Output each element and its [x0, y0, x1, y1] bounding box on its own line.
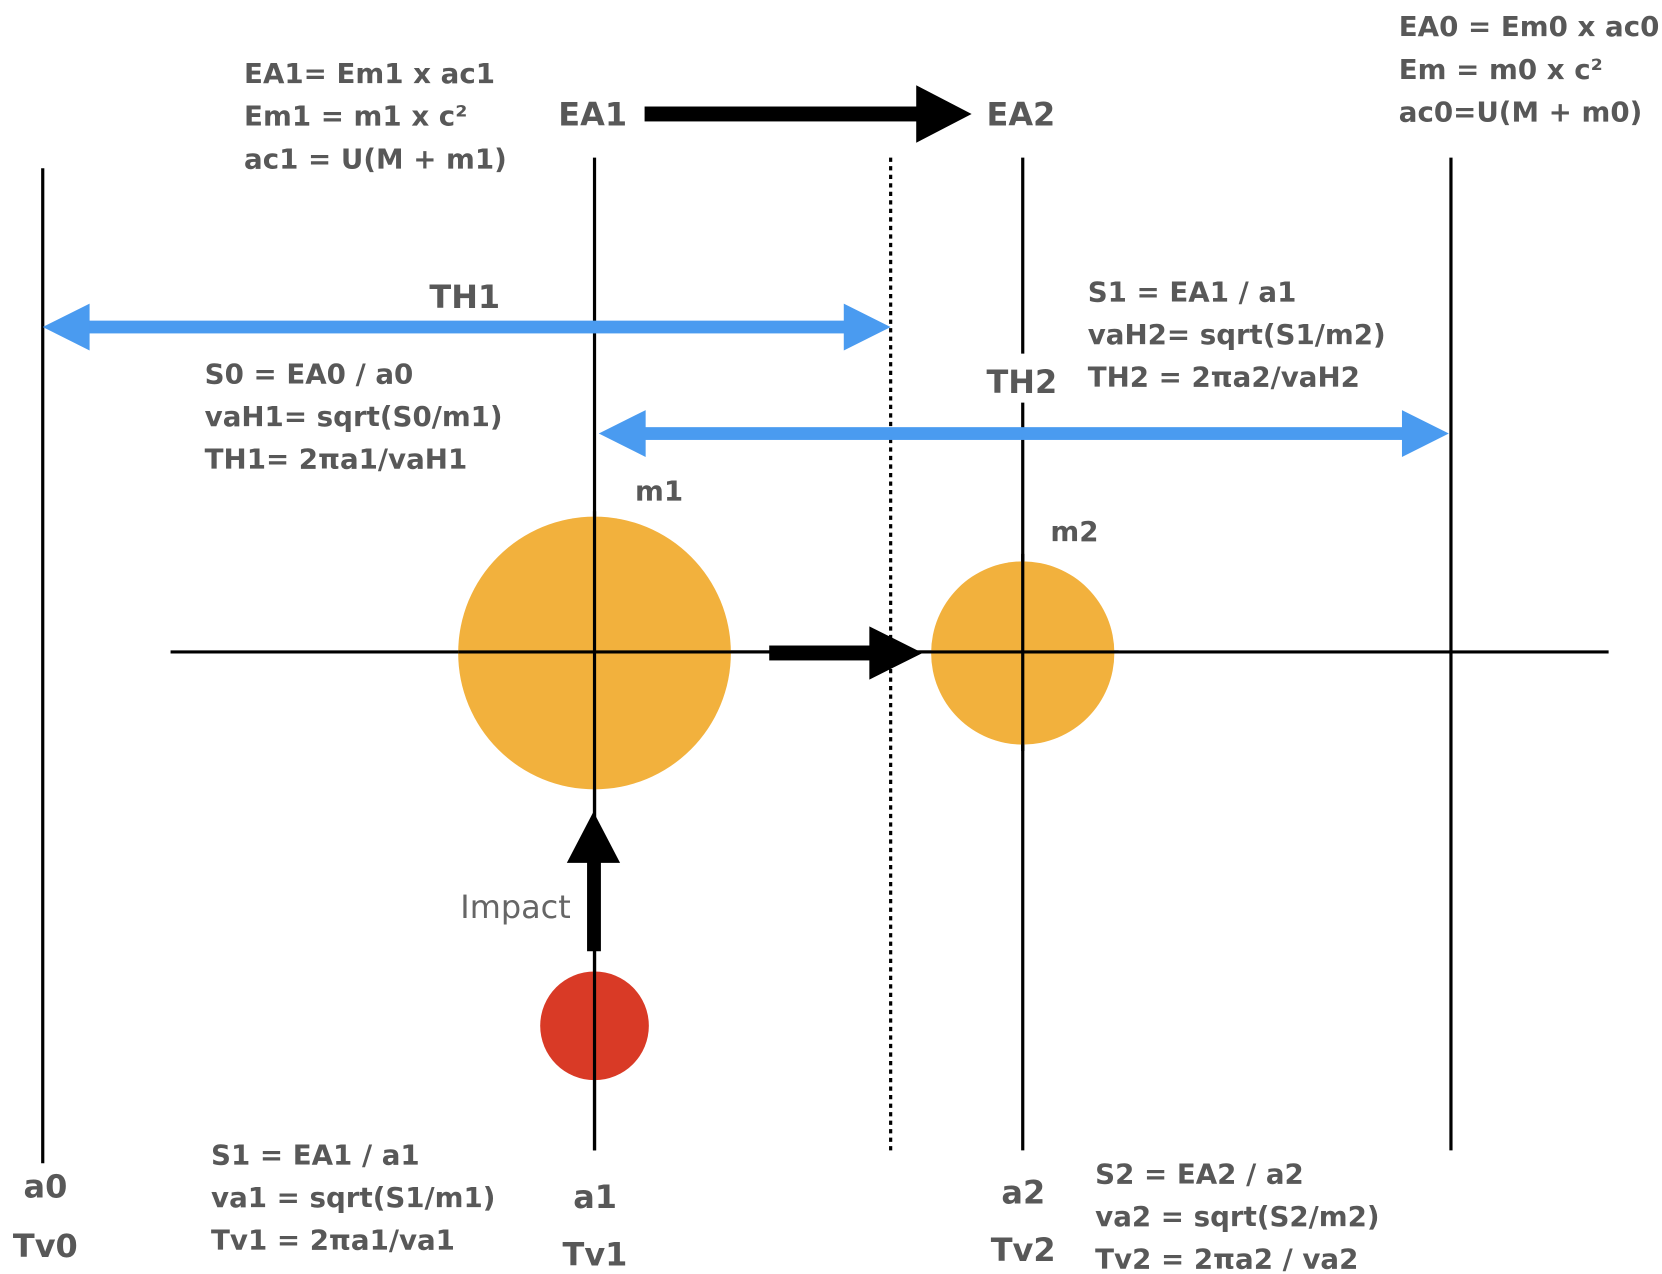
label-a0: a0 — [24, 1167, 68, 1205]
formula-em: Em = m0 x c² — [1399, 53, 1603, 86]
label-tv1: Tv1 — [563, 1235, 628, 1273]
formula-s0: S0 = EA0 / a0 — [205, 357, 414, 390]
label-th2: TH2 — [987, 363, 1058, 401]
formula-ea1: EA1= Em1 x ac1 — [244, 57, 495, 90]
formula-vah1: vaH1= sqrt(S0/m1) — [205, 400, 503, 433]
label-a2: a2 — [1001, 1174, 1045, 1212]
label-tv0: Tv0 — [13, 1227, 78, 1265]
formula-s1: S1 = EA1 / a1 — [211, 1138, 420, 1171]
label-a1: a1 — [573, 1178, 617, 1216]
formula-th2: TH2 = 2πa2/vaH2 — [1088, 361, 1360, 394]
formula-vah2: vaH2= sqrt(S1/m2) — [1088, 318, 1386, 351]
th2-period-arrow — [598, 410, 1449, 457]
formula-s1-top: S1 = EA1 / a1 — [1088, 275, 1297, 308]
label-m1: m1 — [635, 475, 683, 508]
formula-ea0: EA0 = Em0 x ac0 — [1399, 10, 1660, 43]
formula-tv1: Tv1 = 2πa1/va1 — [211, 1224, 455, 1257]
label-m2: m2 — [1050, 515, 1098, 548]
impact-arrow — [566, 811, 621, 952]
energy-transfer-arrow — [644, 85, 972, 143]
label-ea1: EA1 — [558, 96, 627, 134]
label-tv2: Tv2 — [991, 1231, 1056, 1269]
label-th1: TH1 — [429, 278, 500, 316]
formula-ac0: ac0=U(M + m0) — [1399, 95, 1643, 128]
formula-ac1: ac1 = U(M + m1) — [244, 142, 507, 175]
formula-va2: va2 = sqrt(S2/m2) — [1095, 1200, 1379, 1233]
formula-em1: Em1 = m1 x c² — [244, 100, 467, 133]
th1-period-arrow — [42, 303, 891, 351]
formula-s2: S2 = EA2 / a2 — [1095, 1157, 1304, 1190]
formula-tv2: Tv2 = 2πa2 / va2 — [1095, 1243, 1358, 1274]
formula-va1: va1 = sqrt(S1/m1) — [211, 1181, 495, 1214]
momentum-arrow — [769, 626, 923, 680]
formula-th1: TH1= 2πa1/vaH1 — [205, 443, 468, 476]
label-impact: Impact — [460, 888, 570, 926]
label-ea2: EA2 — [987, 96, 1056, 134]
